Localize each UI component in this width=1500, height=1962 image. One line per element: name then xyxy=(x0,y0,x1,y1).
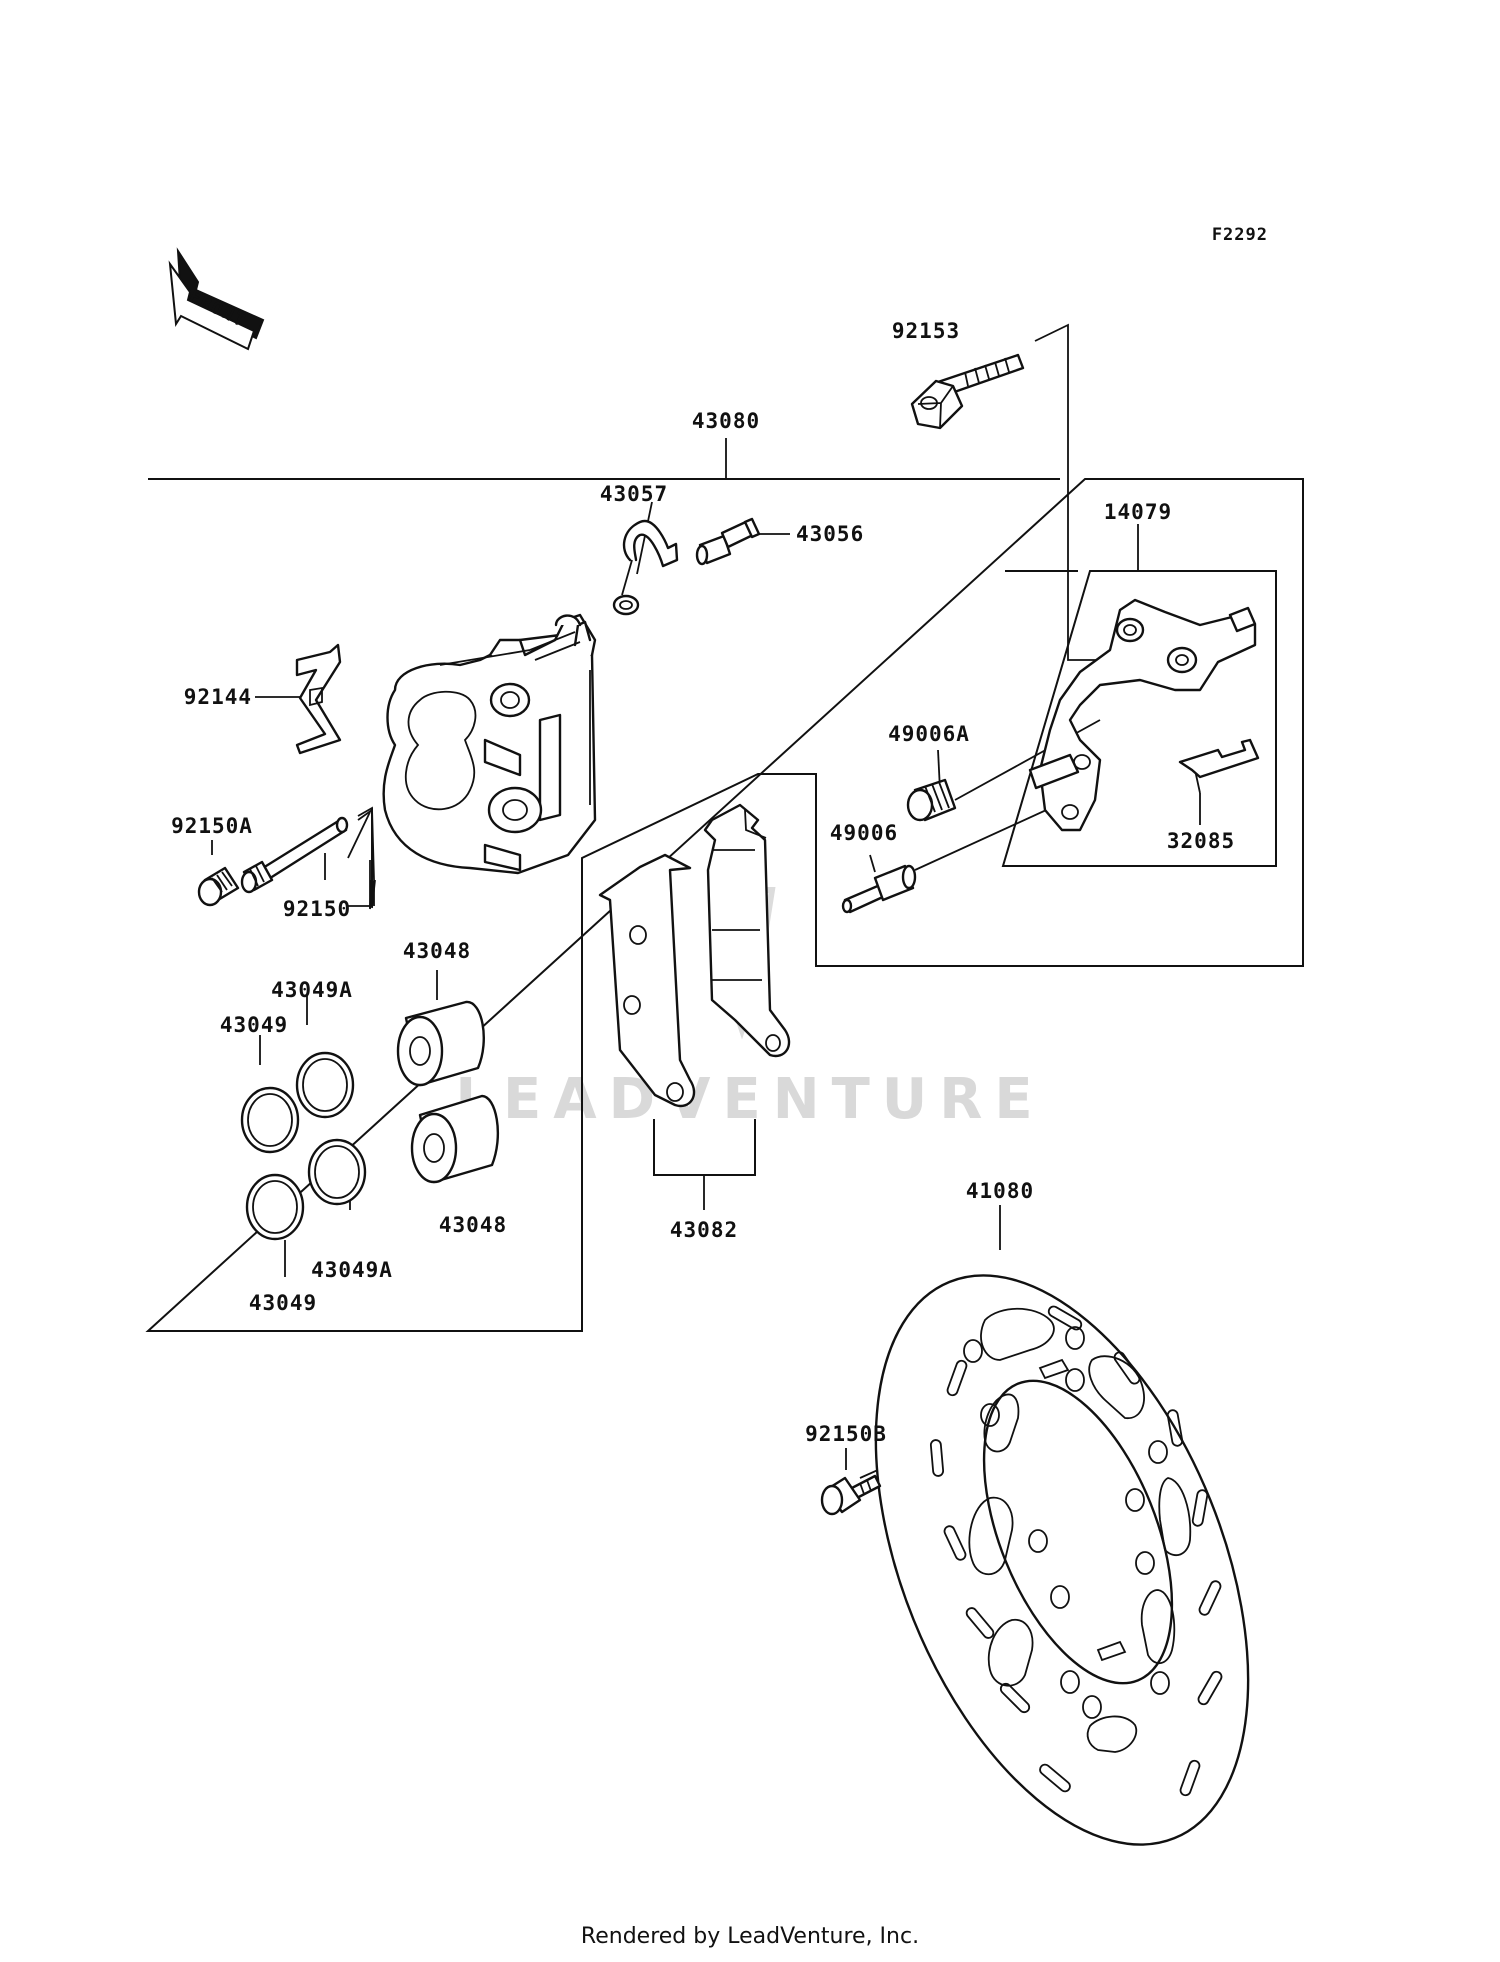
label-49006: 49006 xyxy=(830,821,898,845)
label-43049-upper: 43049 xyxy=(220,1013,288,1037)
disc-holes xyxy=(963,1326,1170,1719)
piston-seals xyxy=(240,1051,367,1241)
bleed-valve-43056 xyxy=(695,517,761,566)
footer-credit: Rendered by LeadVenture, Inc. xyxy=(580,1924,920,1949)
caliper-assembly-frame xyxy=(145,478,1304,1332)
label-43049-lower: 43049 xyxy=(249,1291,317,1315)
label-32085: 32085 xyxy=(1167,829,1235,853)
label-43048-lower: 43048 xyxy=(439,1213,507,1237)
label-92144: 92144 xyxy=(184,685,252,709)
brake-disc-41080 xyxy=(874,1274,1250,1846)
disc-slots xyxy=(929,1305,1223,1797)
boot-49006A xyxy=(906,778,957,822)
part-labels: 92153 43080 43057 43056 14079 92144 4900… xyxy=(171,319,1235,1446)
label-43049A-upper: 43049A xyxy=(271,978,353,1002)
label-43082: 43082 xyxy=(670,1218,738,1242)
seal-43049A-lower xyxy=(307,1138,367,1206)
bracket-assembly-frame xyxy=(1001,570,1277,867)
label-92150: 92150 xyxy=(283,897,351,921)
watermark-logo: LEADVENTURE xyxy=(455,887,1044,1132)
label-43049A-lower: 43049A xyxy=(311,1258,393,1282)
label-14079: 14079 xyxy=(1104,500,1172,524)
cap-92150A xyxy=(197,866,240,907)
seal-43049-upper xyxy=(240,1086,300,1154)
watermark-text: LEADVENTURE xyxy=(455,1067,1044,1132)
screw-92150B xyxy=(820,1474,882,1516)
pin-92150 xyxy=(240,816,349,894)
label-49006A: 49006A xyxy=(888,722,970,746)
clip-43057 xyxy=(612,519,679,616)
caliper-body xyxy=(382,613,597,875)
figure-code: F2292 xyxy=(1212,225,1268,245)
pistons-43048 xyxy=(396,1000,499,1184)
spring-92144 xyxy=(295,643,342,755)
seal-43049A-upper xyxy=(295,1051,355,1119)
front-arrow-icon: FRONT xyxy=(168,247,265,351)
bolt-92153 xyxy=(910,353,1025,430)
disc-cutouts xyxy=(968,1307,1192,1753)
clip-32085 xyxy=(1178,738,1260,779)
label-92153: 92153 xyxy=(892,319,960,343)
label-43048-upper: 43048 xyxy=(403,939,471,963)
label-92150B: 92150B xyxy=(805,1422,887,1446)
seal-43049-lower xyxy=(245,1173,305,1241)
brake-pads-43082 xyxy=(598,803,791,1108)
label-43056: 43056 xyxy=(796,522,864,546)
pin-49006 xyxy=(841,864,917,914)
label-92150A: 92150A xyxy=(171,814,253,838)
bracket-14079 xyxy=(1028,598,1257,832)
label-43080: 43080 xyxy=(692,409,760,433)
label-43057: 43057 xyxy=(600,482,668,506)
label-41080: 41080 xyxy=(966,1179,1034,1203)
